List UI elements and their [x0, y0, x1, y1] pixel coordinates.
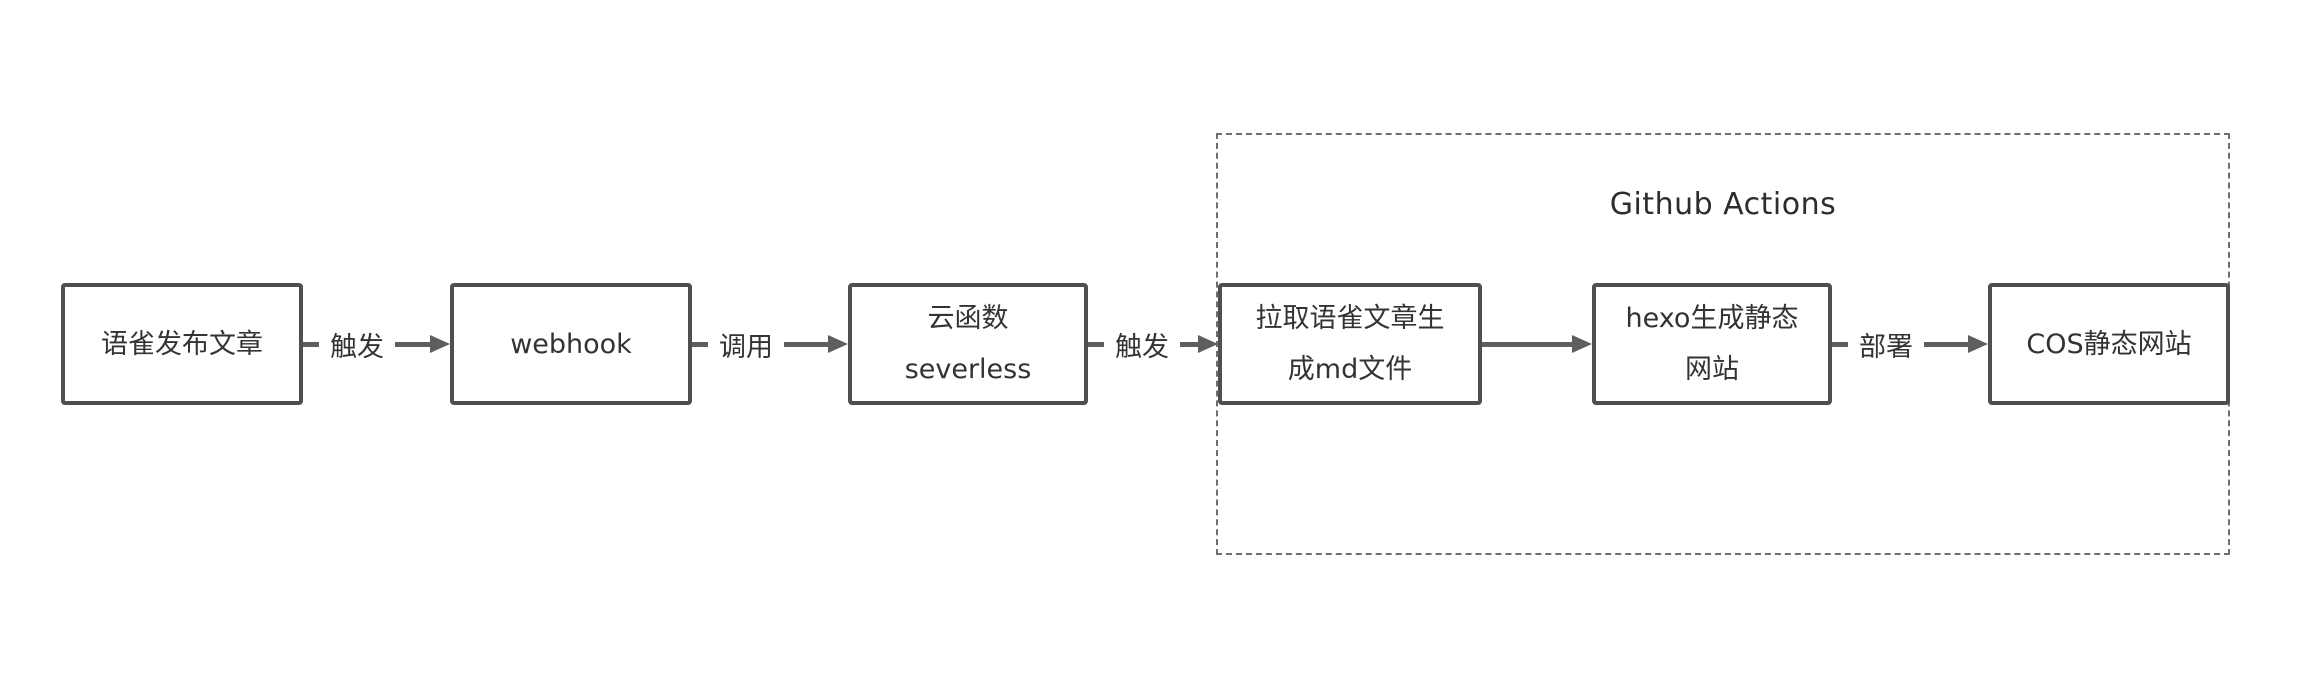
edge-label-invoke: 调用: [719, 331, 773, 363]
edge-webhook-to-cloud-function[interactable]: 调用: [692, 332, 848, 363]
edge-line-segment: [692, 341, 708, 347]
github-actions-group-title: Github Actions: [1609, 187, 1837, 222]
edge-label-trigger-2: 触发: [1115, 331, 1169, 363]
node-yuque-publish-label: 语雀发布文章: [101, 328, 263, 360]
edge-cloud-function-to-pull-md[interactable]: 触发: [1088, 332, 1218, 363]
node-hexo-generate[interactable]: hexo生成静态 网站: [1592, 283, 1832, 405]
node-cloud-function[interactable]: 云函数 severless: [848, 283, 1088, 405]
node-cloud-function-label: 云函数 severless: [904, 303, 1032, 385]
edge-line-segment: [1832, 341, 1848, 347]
edge-line-segment: [1482, 341, 1572, 347]
node-webhook[interactable]: webhook: [450, 283, 692, 405]
node-pull-md-label: 拉取语雀文章生 成md文件: [1255, 303, 1445, 385]
edge-line-segment: [1088, 341, 1104, 347]
arrowhead-right-icon: [430, 335, 450, 353]
edge-line-segment: [1180, 341, 1198, 347]
node-hexo-generate-label: hexo生成静态 网站: [1625, 303, 1799, 385]
edge-line-segment: [303, 341, 319, 347]
edge-hexo-to-cos[interactable]: 部署: [1832, 332, 1988, 363]
edge-label-trigger-1: 触发: [330, 331, 384, 363]
edge-yuque-to-webhook[interactable]: 触发: [303, 332, 450, 363]
arrowhead-right-icon: [1572, 335, 1592, 353]
edge-line-segment: [1924, 341, 1968, 347]
node-cos-static-site[interactable]: COS静态网站: [1988, 283, 2230, 405]
arrowhead-right-icon: [1198, 335, 1218, 353]
node-yuque-publish[interactable]: 语雀发布文章: [61, 283, 303, 405]
node-pull-md[interactable]: 拉取语雀文章生 成md文件: [1218, 283, 1482, 405]
edge-label-deploy: 部署: [1859, 331, 1913, 363]
arrowhead-right-icon: [1968, 335, 1988, 353]
node-webhook-label: webhook: [510, 328, 632, 360]
edge-pull-md-to-hexo[interactable]: [1482, 332, 1592, 356]
edge-line-segment: [395, 341, 430, 347]
arrowhead-right-icon: [828, 335, 848, 353]
node-cos-static-site-label: COS静态网站: [2026, 328, 2192, 360]
edge-line-segment: [784, 341, 828, 347]
